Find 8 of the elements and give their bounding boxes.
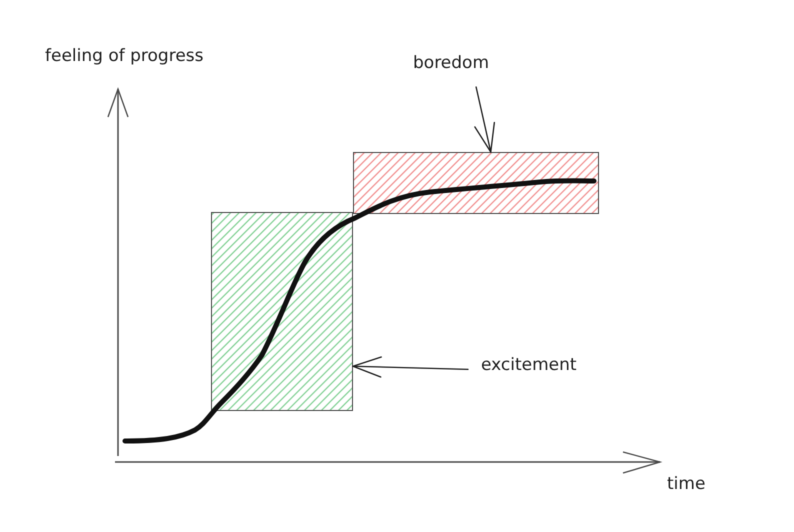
annotation-text: excitement	[481, 355, 577, 375]
x-axis-label: time	[667, 474, 706, 494]
leader-arrow	[352, 356, 469, 378]
leader-arrow	[474, 86, 495, 153]
hatched-region	[353, 152, 599, 214]
y-axis-label: feeling of progress	[45, 46, 204, 66]
annotation-text: boredom	[413, 53, 490, 73]
hatched-region	[211, 212, 353, 411]
